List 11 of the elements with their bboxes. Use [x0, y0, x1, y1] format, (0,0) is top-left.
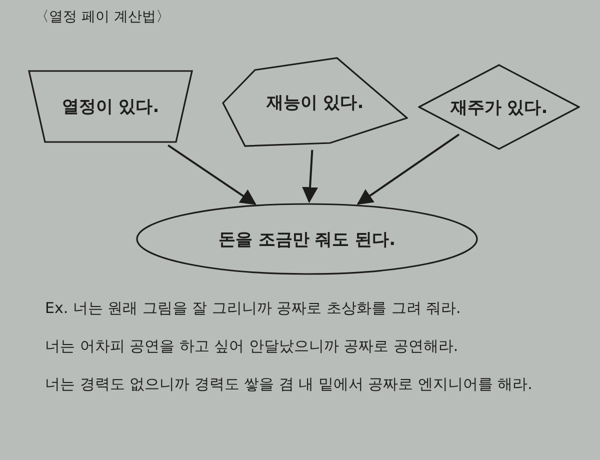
arrow — [168, 144, 256, 205]
arrow — [302, 150, 318, 204]
polygon-box: 재능이 있다. — [222, 57, 408, 147]
decision-diamond: 재주가 있다. — [418, 64, 580, 150]
example-text: Ex. 너는 원래 그림을 잘 그리니까 공짜로 초상화를 그려 줘라. — [45, 298, 462, 319]
example-text: 너는 어차피 공연을 하고 싶어 안달났으니까 공짜로 공연해라. — [45, 336, 460, 357]
title: 〈열정 페이 계산법〉 — [35, 8, 170, 26]
result-ellipse: 돈을 조금만 줘도 된다. — [136, 203, 478, 275]
trapezoid-box: 열정이 있다. — [28, 70, 193, 143]
arrow — [356, 134, 460, 205]
example-text: 너는 경력도 없으니까 경력도 쌓을 겸 내 밑에서 공짜로 엔지니어를 해라. — [45, 374, 534, 395]
